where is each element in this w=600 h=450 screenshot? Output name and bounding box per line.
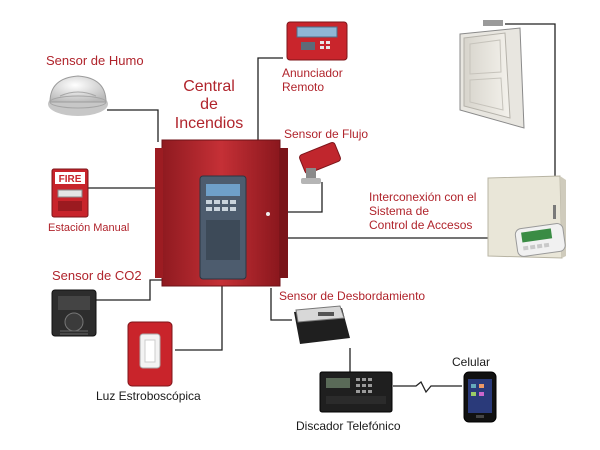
line-co2 — [96, 279, 163, 301]
label-overflow-sensor: Sensor de Desbordamiento — [279, 289, 426, 303]
label-flow-sensor: Sensor de Flujo — [284, 127, 369, 141]
label-co2-sensor: Sensor de CO2 — [52, 268, 142, 283]
line-strobe — [175, 284, 223, 351]
label-phone-dialer: Discador Telefónico — [296, 419, 401, 433]
line-flow — [281, 182, 323, 213]
co2-sensor-icon — [51, 289, 97, 337]
line-annunciator — [257, 57, 283, 142]
title-line-2: de — [200, 96, 218, 114]
access-line-2: Sistema de — [369, 203, 430, 218]
door-icon — [459, 20, 525, 129]
overflow-sensor-icon — [294, 305, 350, 344]
pull-station-icon: FIRE — [51, 168, 89, 218]
fire-panel-icon — [155, 139, 288, 287]
line-cell — [393, 380, 462, 394]
label-smoke-sensor: Sensor de Humo — [46, 53, 144, 68]
access-keypad-icon — [487, 175, 566, 259]
page-title: Central de Incendios — [162, 78, 256, 133]
line-smoke — [107, 109, 159, 142]
title-line-1: Central — [183, 78, 235, 95]
annunciator-line-2: Remoto — [282, 79, 325, 94]
annunciator-icon — [286, 21, 348, 61]
line-overflow — [270, 288, 292, 321]
fire-sign-text: FIRE — [59, 174, 82, 185]
access-line-1: Interconexión con el — [369, 190, 477, 204]
label-access-control: Interconexión con el Sistema de Control … — [369, 190, 477, 232]
label-cellphone: Celular — [452, 355, 491, 369]
label-strobe-light: Luz Estroboscópica — [96, 389, 201, 403]
cellphone-icon — [463, 371, 497, 423]
flow-switch-icon — [299, 142, 341, 184]
phone-dialer-icon — [319, 371, 393, 413]
label-manual-station: Estación Manual — [48, 222, 130, 234]
access-line-3: Control de Accesos — [369, 217, 473, 232]
smoke-detector-icon — [48, 75, 108, 116]
line-door — [505, 23, 556, 178]
connector-lines — [88, 23, 556, 394]
strobe-light-icon — [127, 321, 173, 387]
title-line-3: Incendios — [174, 114, 244, 132]
annunciator-line-1: Anunciador — [282, 66, 343, 80]
label-annunciator: Anunciador Remoto — [282, 66, 343, 95]
